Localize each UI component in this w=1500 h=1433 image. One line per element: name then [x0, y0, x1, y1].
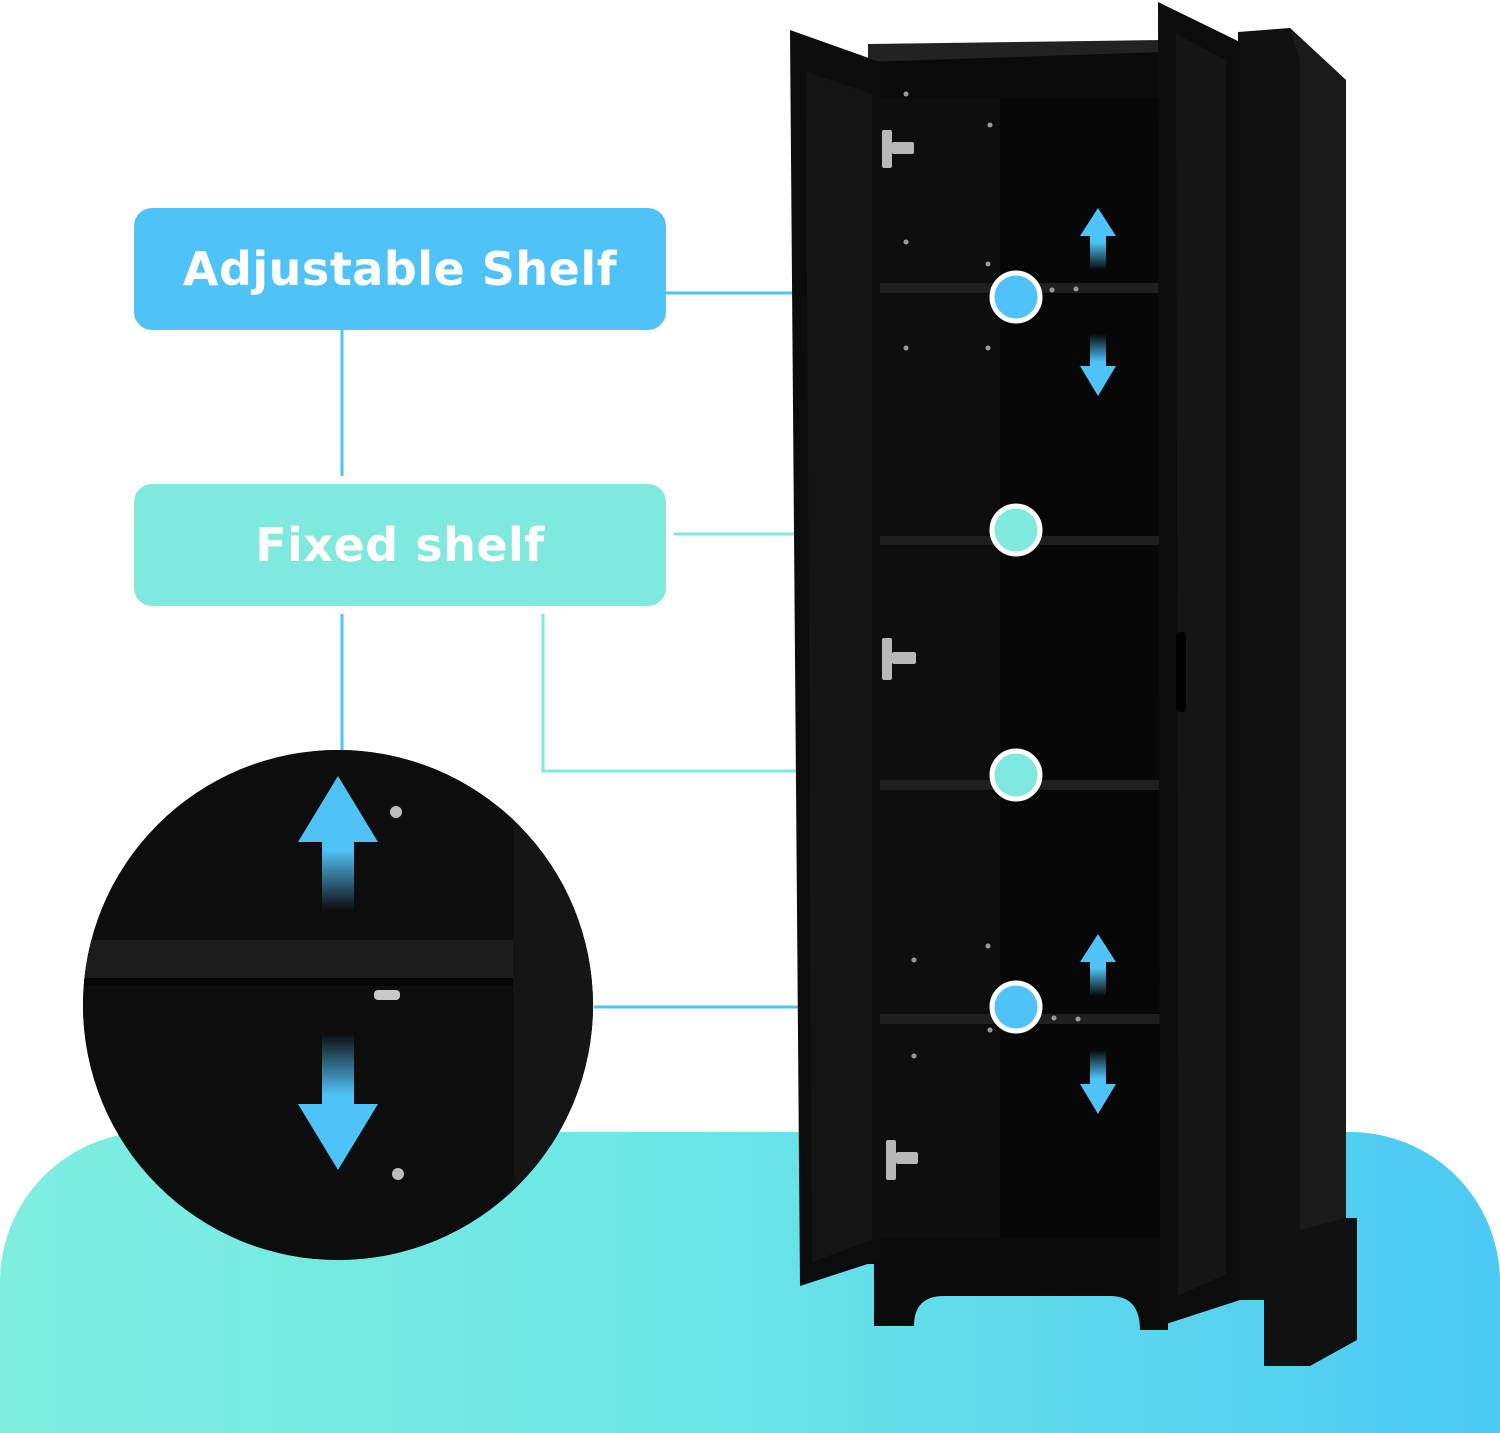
circle-marker-icon: [989, 270, 1043, 324]
circle-marker-icon: [989, 980, 1043, 1034]
circle-marker-icon: [989, 748, 1043, 802]
hinges: [882, 130, 918, 1180]
adjustable-shelf-label: Adjustable Shelf: [134, 208, 666, 330]
cabinet-base: [874, 1250, 1168, 1330]
black-storage-cabinet: [790, 2, 1357, 1366]
adjustable-shelf-text: Adjustable Shelf: [182, 242, 618, 296]
shelf-closeup-zoom: [83, 750, 593, 1260]
fixed-shelf-text: Fixed shelf: [255, 518, 545, 572]
circle-marker-icon: [989, 503, 1043, 557]
double-arrow-up-down-icon: [1080, 208, 1116, 396]
double-arrow-up-down-icon: [298, 776, 378, 910]
door-handle: [1176, 632, 1186, 712]
fixed-shelf-label: Fixed shelf: [134, 484, 666, 606]
double-arrow-up-down-icon: [1080, 934, 1116, 1114]
